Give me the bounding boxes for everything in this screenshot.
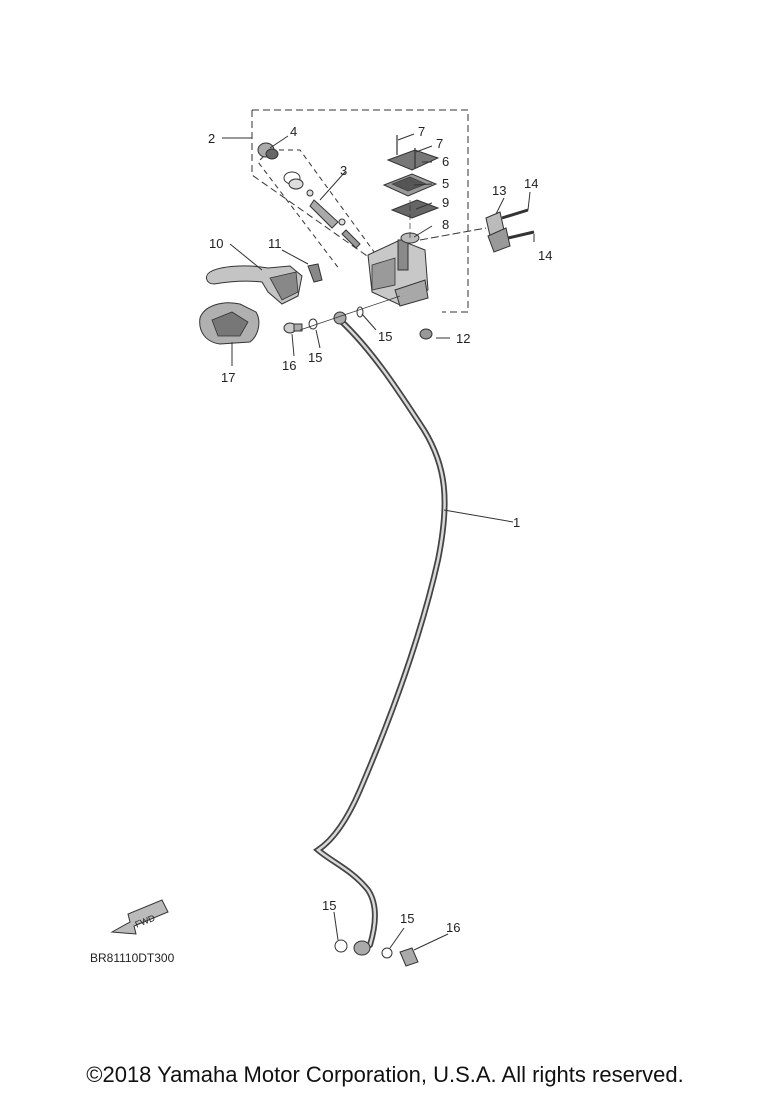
master-cylinder-body — [367, 239, 429, 307]
label-part-6: 6 — [442, 154, 449, 169]
leader-lines — [222, 133, 535, 951]
label-part-13: 13 — [492, 183, 506, 198]
label-part-5: 5 — [442, 176, 449, 191]
label-part-17: 17 — [221, 370, 235, 385]
brake-hose — [313, 317, 448, 948]
upper-banjo-parts — [283, 295, 433, 340]
label-part-2: 2 — [208, 131, 215, 146]
label-part-12: 12 — [456, 331, 470, 346]
piston-kit — [257, 142, 361, 249]
part-labels: 1 2 3 4 5 6 7 7 8 9 10 11 12 13 14 14 15… — [208, 124, 552, 935]
copyright-notice: ©2018 Yamaha Motor Corporation, U.S.A. A… — [86, 1062, 684, 1087]
label-part-14a: 14 — [524, 176, 538, 191]
label-part-3: 3 — [340, 163, 347, 178]
label-part-4: 4 — [290, 124, 297, 139]
fwd-arrow-icon: FWD — [110, 899, 169, 935]
lever-guard — [199, 302, 260, 345]
reservoir-cap-parts — [382, 135, 440, 244]
label-part-15a: 15 — [378, 329, 392, 344]
label-part-10: 10 — [209, 236, 223, 251]
lever-pivot-bolt — [307, 263, 323, 283]
assembly-dashed-outline — [251, 109, 469, 313]
label-part-7a: 7 — [418, 124, 425, 139]
brake-lever — [206, 265, 303, 305]
label-part-1: 1 — [513, 515, 520, 530]
label-part-8: 8 — [442, 217, 449, 232]
diagram-code: BR81110DT300 — [90, 951, 175, 965]
lower-banjo-parts — [334, 939, 419, 967]
label-part-15c: 15 — [322, 898, 336, 913]
label-part-15b: 15 — [308, 350, 322, 365]
label-part-11: 11 — [268, 236, 282, 251]
label-part-14b: 14 — [538, 248, 552, 263]
label-part-15d: 15 — [400, 911, 414, 926]
label-part-16a: 16 — [282, 358, 296, 373]
master-cylinder-holder — [485, 208, 535, 253]
label-part-9: 9 — [442, 195, 449, 210]
subassembly-dashed-outline — [257, 149, 381, 271]
label-part-16b: 16 — [446, 920, 460, 935]
label-part-7b: 7 — [436, 136, 443, 151]
